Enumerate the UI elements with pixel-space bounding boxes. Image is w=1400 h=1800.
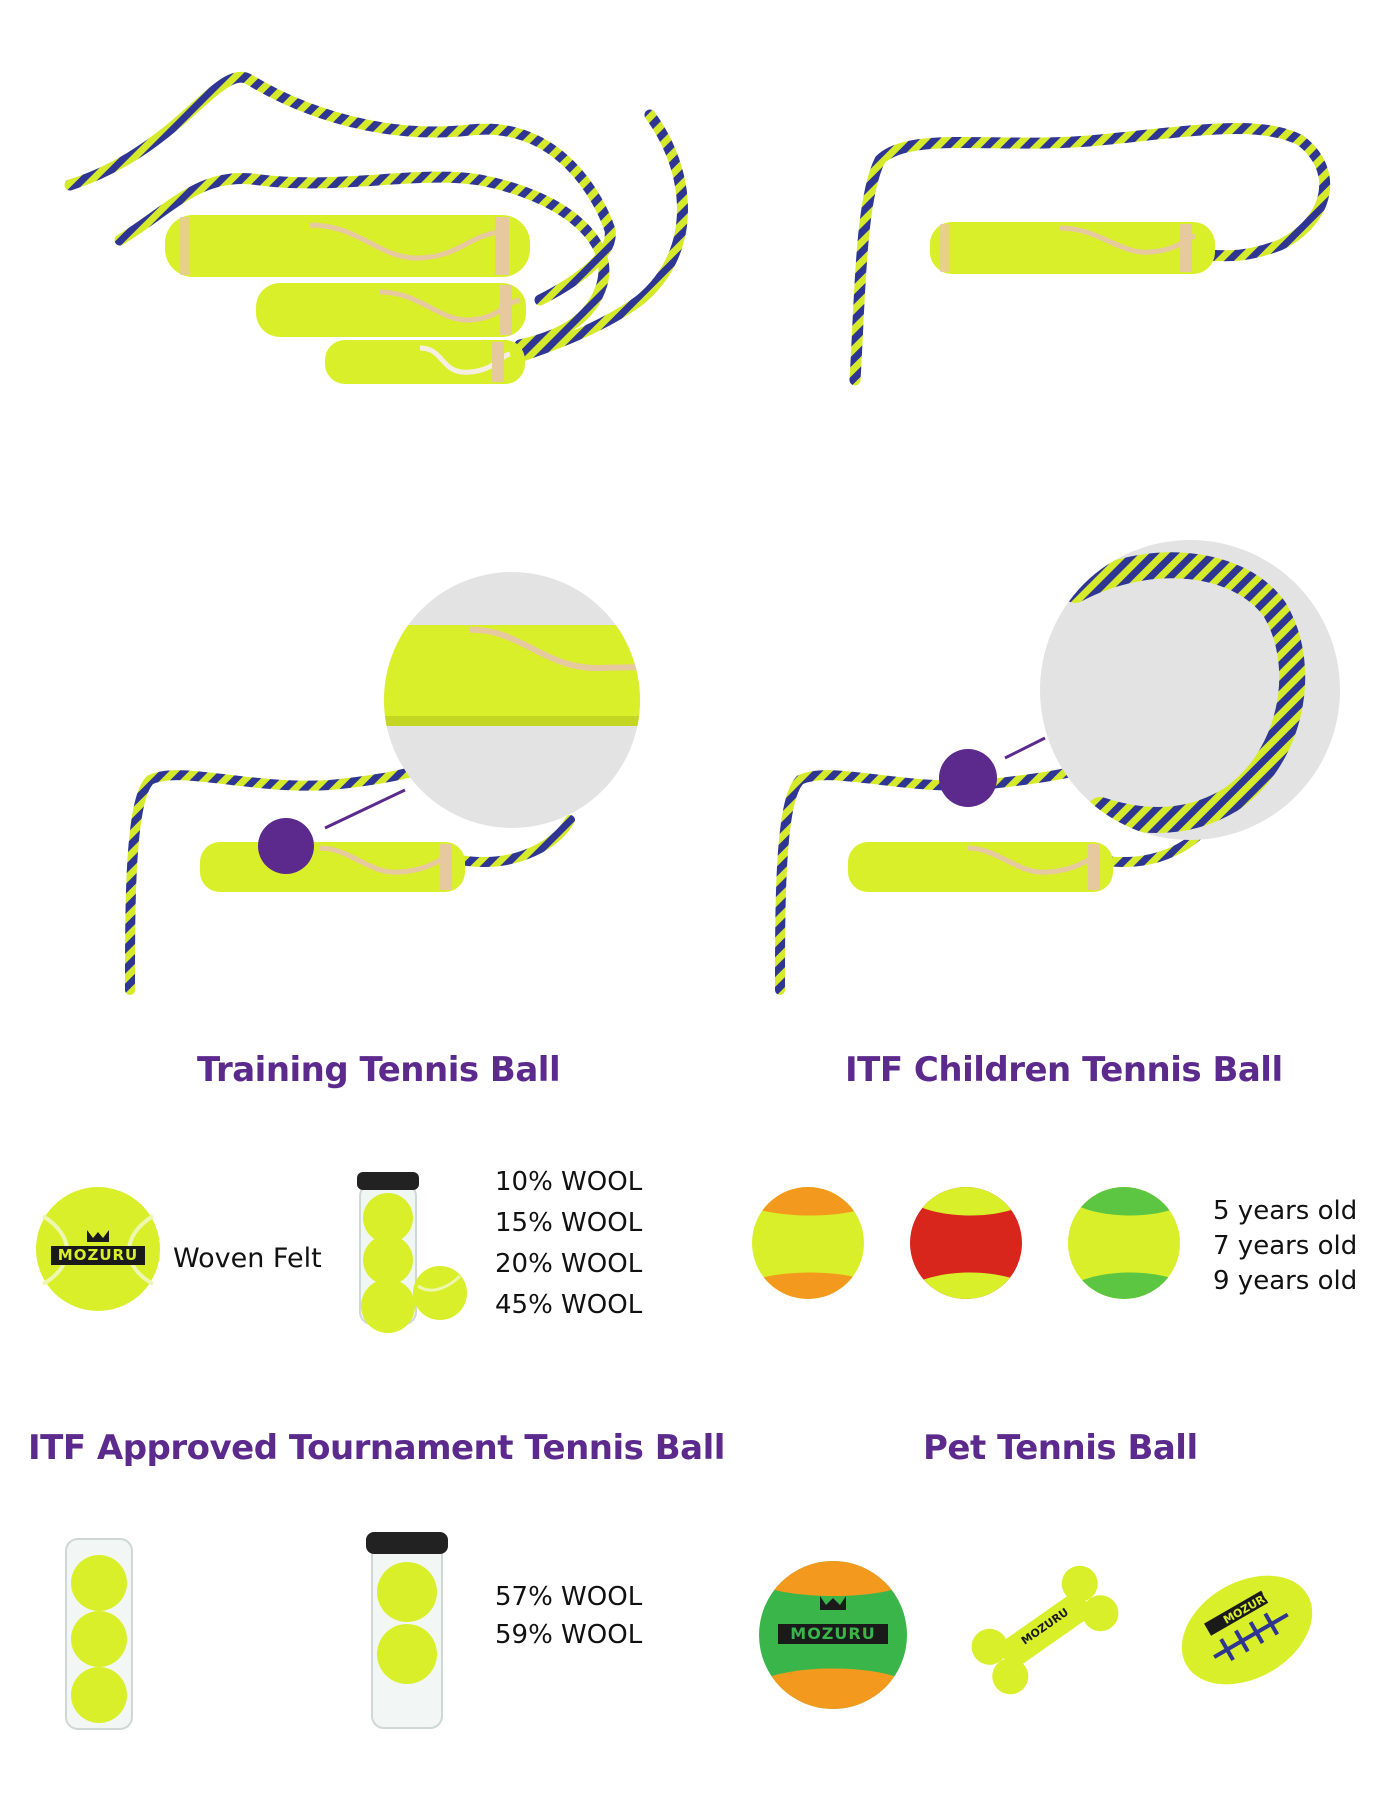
zoom-marker-dot [258, 818, 314, 874]
age-option: 7 years old [1213, 1231, 1358, 1261]
ball-logo-text: MOZURU [57, 1246, 139, 1264]
children-age-list: 5 years old 7 years old 9 years old [1213, 1194, 1357, 1299]
wool-option: 59% WOOL [495, 1620, 643, 1650]
wool-option: 45% WOOL [495, 1290, 643, 1320]
bone-toy-icon [971, 1565, 1119, 1695]
mozuru-logo-icon [51, 1230, 145, 1265]
training-section-title: Training Tennis Ball [197, 1050, 561, 1090]
mozuru-logo-icon [778, 1596, 888, 1644]
product-photos [64, 71, 1340, 995]
pet-football-toy: MOZURU [1175, 1565, 1320, 1695]
pet-ball: MOZURU [758, 1560, 908, 1710]
wool-option: 20% WOOL [495, 1249, 643, 1279]
football-toy-icon [1181, 1575, 1313, 1685]
tournament-section-title: ITF Approved Tournament Tennis Ball [28, 1428, 725, 1468]
tennis-ball-icon [1068, 1187, 1180, 1299]
rope-toy-set-photo [64, 71, 688, 384]
tennis-ball-icon [36, 1187, 160, 1311]
rope-detail-photo [775, 540, 1340, 995]
ball-tube-icon [357, 1172, 467, 1333]
wool-option: 10% WOOL [495, 1167, 643, 1197]
children-balls [752, 1187, 1180, 1299]
woven-felt-label: Woven Felt [173, 1243, 322, 1274]
tournament-wool-list: 57% WOOL 59% WOOL [495, 1578, 642, 1654]
wool-option: 57% WOOL [495, 1582, 643, 1612]
children-section-title: ITF Children Tennis Ball [845, 1050, 1283, 1090]
ball-tube-icon [366, 1532, 448, 1729]
felt-detail-photo [125, 572, 640, 995]
pet-section-title: Pet Tennis Ball [923, 1428, 1198, 1468]
pet-ball-logo-text: MOZURU [790, 1624, 876, 1643]
training-ball: MOZURU [35, 1186, 161, 1312]
tennis-ball-icon [759, 1561, 907, 1709]
tennis-ball-icon [752, 1187, 864, 1299]
tennis-ball-icon [910, 1187, 1022, 1299]
rope-toy-single-photo [849, 122, 1331, 386]
training-wool-list: 10% WOOL 15% WOOL 20% WOOL 45% WOOL [495, 1162, 642, 1326]
age-option: 9 years old [1213, 1266, 1358, 1296]
wool-option: 15% WOOL [495, 1208, 643, 1238]
pet-bone-toy: MOZURU [960, 1560, 1130, 1700]
age-option: 5 years old [1213, 1196, 1358, 1226]
ball-tube-icon [65, 1538, 133, 1730]
zoom-marker-dot [939, 749, 997, 807]
